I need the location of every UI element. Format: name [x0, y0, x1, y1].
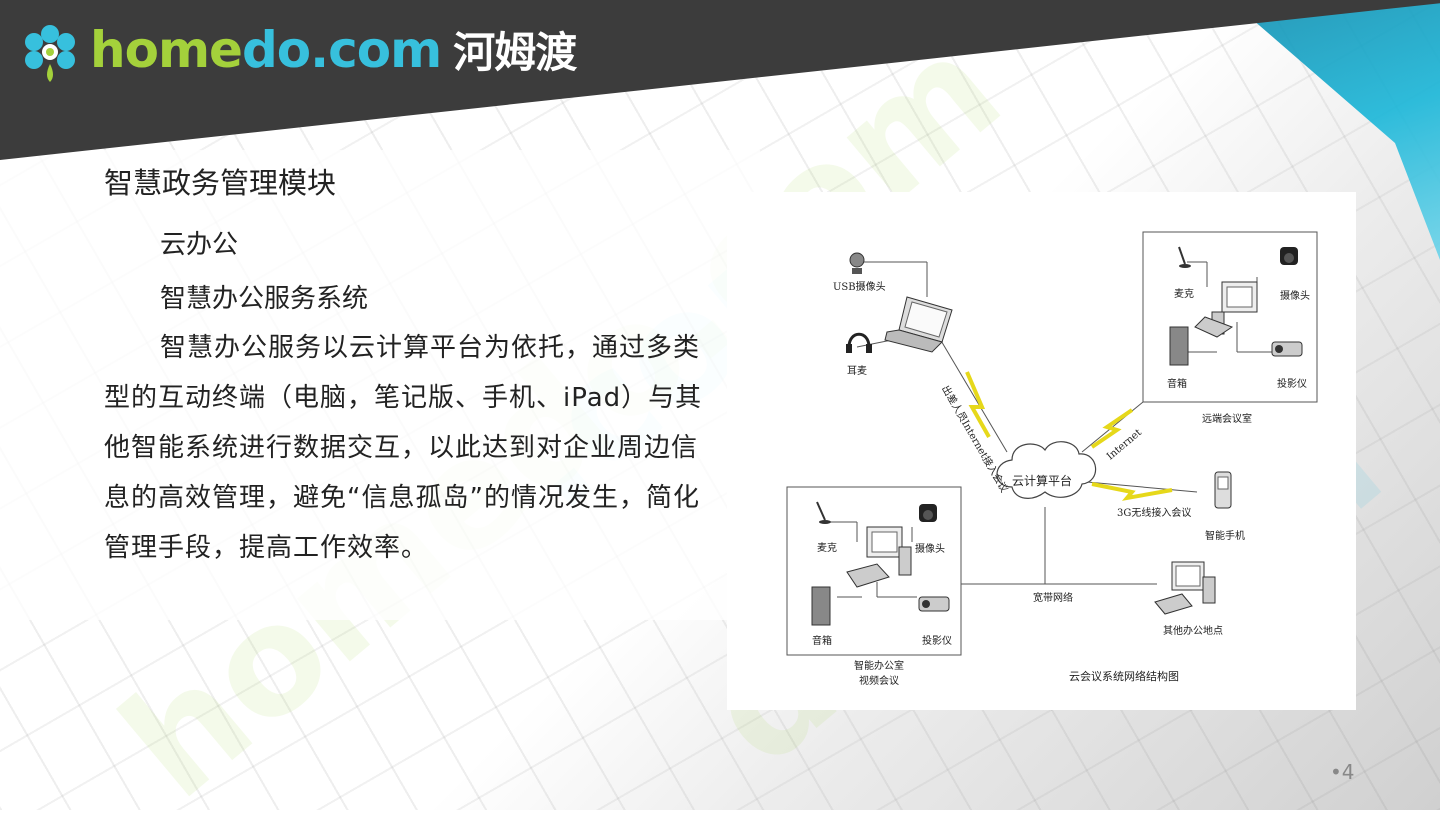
label-remote-room: 远端会议室	[1202, 414, 1252, 425]
remote-projector-icon	[1271, 341, 1303, 357]
label-usb-camera: USB摄像头	[833, 282, 886, 293]
label-office-projector: 投影仪	[922, 636, 952, 647]
label-office-mic: 麦克	[817, 543, 837, 554]
remote-computer-icon	[1194, 281, 1258, 338]
remote-speaker-icon	[1169, 326, 1189, 366]
diagram-caption: 云会议系统网络结构图	[1069, 670, 1179, 683]
label-remote-mic: 麦克	[1174, 289, 1194, 300]
label-headset: 耳麦	[847, 366, 867, 377]
text-backdrop	[0, 150, 760, 620]
remote-mic-icon	[1178, 246, 1191, 268]
label-smartphone: 智能手机	[1205, 531, 1245, 542]
bullet-smart-office-system: 智慧办公服务系统	[160, 284, 369, 314]
logo-text-dotcom: .com	[310, 21, 442, 79]
label-office-camera: 摄像头	[915, 544, 945, 555]
label-other-site: 其他办公地点	[1163, 626, 1223, 637]
label-remote-camera: 摄像头	[1280, 291, 1310, 302]
label-office-room-2: 视频会议	[859, 676, 899, 687]
remote-camera-icon	[1280, 247, 1298, 265]
smartphone-icon	[1214, 471, 1232, 509]
label-office-speaker: 音箱	[812, 636, 832, 647]
usb-camera-icon	[849, 252, 865, 274]
slide-title: 智慧政务管理模块	[104, 166, 337, 200]
logo-text-chinese: 河姆渡	[453, 28, 577, 77]
label-office-room-1: 智能办公室	[854, 661, 904, 672]
office-camera-icon	[919, 504, 937, 522]
remote-room-box	[1142, 231, 1318, 403]
other-office-computer-icon	[1154, 561, 1216, 615]
network-diagram: USB摄像头 耳麦 出差人员Internet接入会议 云计算平台 Interne…	[727, 192, 1356, 710]
office-projector-icon	[918, 596, 950, 612]
laptop-icon	[884, 296, 953, 353]
flower-logo-icon	[25, 24, 75, 82]
headset-icon	[846, 332, 872, 353]
office-computer-icon	[846, 526, 912, 588]
label-broadband: 宽带网络	[1033, 593, 1073, 604]
cloud-shape	[996, 441, 1097, 499]
logo-text-home: home	[90, 21, 243, 79]
lightning-internet	[1090, 408, 1134, 449]
lightning-travel	[965, 371, 991, 438]
bullet-cloud-office: 云办公	[160, 230, 239, 260]
diagram-graphics	[786, 231, 1318, 656]
office-speaker-icon	[811, 586, 831, 626]
label-remote-projector: 投影仪	[1277, 379, 1307, 390]
lightning-3g	[1091, 482, 1173, 501]
label-cloud: 云计算平台	[1012, 474, 1073, 488]
label-wireless-link: 3G无线接入会议	[1117, 508, 1192, 519]
page-number: •4	[1330, 760, 1355, 784]
label-remote-speaker: 音箱	[1167, 379, 1187, 390]
body-paragraph: 智慧办公服务以云计算平台为依托，通过多类型的互动终端（电脑，笔记版、手机、iPa…	[104, 333, 703, 563]
office-mic-icon	[816, 501, 831, 524]
office-room-box	[786, 486, 962, 656]
logo-text-do: do	[241, 21, 311, 79]
